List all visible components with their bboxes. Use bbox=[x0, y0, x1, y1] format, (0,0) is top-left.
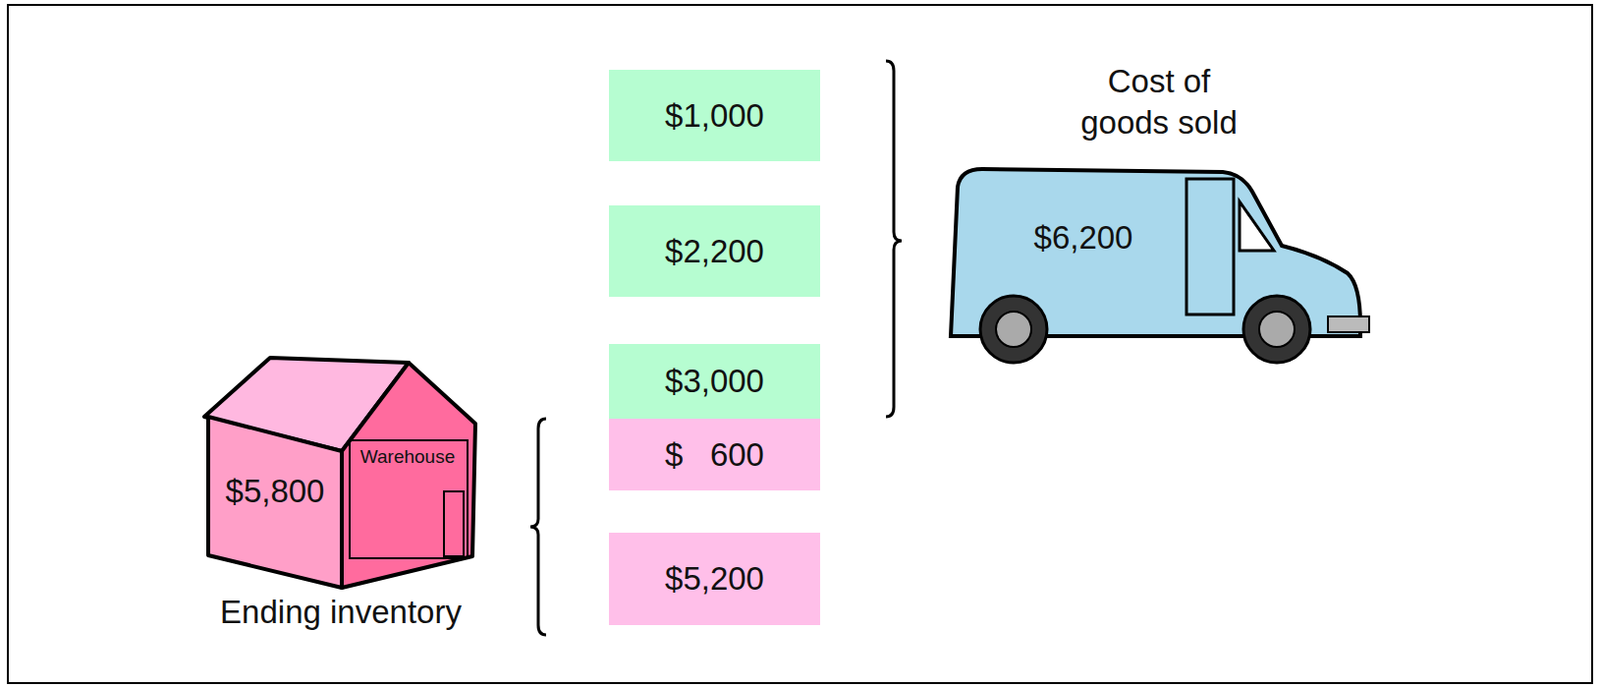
van-illustration bbox=[950, 168, 1370, 363]
amount-label: $5,200 bbox=[664, 558, 765, 599]
warehouse-wall bbox=[208, 416, 342, 588]
cost-box: $3,000 bbox=[608, 343, 821, 419]
warehouse-door bbox=[443, 491, 464, 556]
caption-label: Ending inventory bbox=[196, 592, 486, 632]
cost-box: $2,200 bbox=[608, 205, 821, 297]
amount-label: $2,200 bbox=[664, 231, 765, 272]
frame bbox=[7, 4, 1593, 683]
sign-label: Warehouse bbox=[353, 444, 462, 469]
warehouse-sign-frame bbox=[349, 440, 468, 558]
inventory-box: $5,200 bbox=[608, 532, 821, 625]
left-bracket bbox=[530, 418, 547, 635]
amount-label: $ 600 bbox=[664, 435, 765, 475]
amount-label: $3,000 bbox=[664, 361, 765, 401]
van-window bbox=[1239, 201, 1274, 251]
van-node: Cost of goods sold $6,200 bbox=[942, 60, 1376, 376]
van-hub bbox=[1259, 311, 1295, 347]
warehouse-illustration bbox=[204, 357, 476, 588]
warehouse-gable bbox=[341, 362, 476, 588]
van-wheel bbox=[1243, 295, 1311, 363]
amount-label: $5,800 bbox=[208, 471, 342, 511]
amount-label: $6,200 bbox=[1009, 218, 1158, 258]
heading-label: Cost of goods sold bbox=[942, 60, 1376, 144]
right-bracket bbox=[885, 60, 902, 417]
amount-label: $1,000 bbox=[664, 96, 765, 136]
inventory-box: $ 600 bbox=[608, 418, 821, 491]
van-door bbox=[1186, 178, 1234, 315]
van-bumper bbox=[1327, 316, 1370, 332]
van-hub bbox=[995, 311, 1032, 347]
cost-box: $1,000 bbox=[608, 69, 821, 162]
van-wheel bbox=[980, 295, 1048, 363]
warehouse-node: $5,800 WarehouseEnding inventory bbox=[196, 348, 492, 644]
